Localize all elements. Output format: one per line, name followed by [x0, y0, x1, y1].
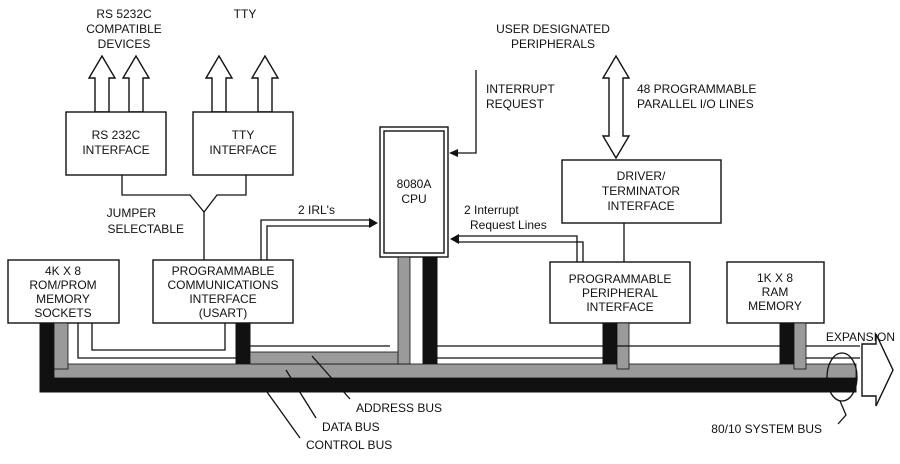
data-bus-leader	[285, 369, 317, 419]
label-line: PROGRAMMABLE	[569, 272, 672, 286]
label-ppi: PROGRAMMABLE PERIPHERAL INTERFACE	[569, 272, 672, 314]
ppi-box	[549, 261, 691, 324]
system-bus-leader	[837, 400, 847, 425]
label-line: DRIVER/	[617, 169, 666, 183]
usart-box	[152, 259, 294, 324]
label-rs232-devices: RS 5232C COMPATIBLE DEVICES	[86, 7, 162, 51]
label-line: ROM/PROM	[29, 278, 96, 292]
interrupt-request-arrowhead	[449, 149, 458, 157]
ram-box	[726, 261, 825, 324]
interrupt-request-line	[452, 70, 477, 154]
label-line: JUMPER	[107, 206, 157, 220]
label-line: RS 232C	[92, 128, 141, 142]
label-expansion: EXPANSION	[826, 330, 895, 344]
label-data-bus: DATA BUS	[322, 420, 380, 434]
label-line: RAM	[762, 285, 789, 299]
label-line: Request Lines	[470, 218, 547, 232]
label-line: INTERFACE	[586, 300, 653, 314]
label-usart: PROGRAMMABLE COMMUNICATIONS INTERFACE (U…	[167, 264, 278, 320]
label-rom: 4K X 8 ROM/PROM MEMORY SOCKETS	[29, 264, 96, 320]
rom-prom-box	[7, 259, 120, 324]
label-line: COMPATIBLE	[86, 22, 162, 36]
label-line: 1K X 8	[757, 271, 793, 285]
label-line: DEVICES	[98, 37, 151, 51]
label-line: SELECTABLE	[108, 222, 184, 236]
label-line: TERMINATOR	[602, 184, 681, 198]
label-line: PERIPHERAL	[582, 286, 658, 300]
label-jumper: JUMPER SELECTABLE	[107, 206, 184, 236]
label-tty-interface: TTY INTERFACE	[209, 128, 276, 157]
label-line: 8080A	[397, 177, 432, 191]
label-line: REQUEST	[486, 97, 545, 111]
tty-interface-box	[192, 111, 294, 176]
label-line: PERIPHERALS	[511, 37, 595, 51]
driver-terminator-box	[561, 159, 722, 224]
system-bus-ellipse	[826, 352, 858, 402]
control-bus-leader	[261, 384, 301, 439]
label-ram: 1K X 8 RAM MEMORY	[748, 271, 802, 313]
label-line: INTERFACE	[209, 143, 276, 157]
label-line: PARALLEL I/O LINES	[637, 97, 754, 111]
jumper-connection	[121, 175, 247, 260]
label-line: PROGRAMMABLE	[172, 264, 275, 278]
label-line: MEMORY	[36, 292, 90, 306]
label-line: TTY	[232, 128, 255, 142]
label-driver-interface: DRIVER/ TERMINATOR INTERFACE	[602, 169, 681, 213]
label-interrupt-lines: 2 Interrupt Request Lines	[464, 203, 547, 232]
label-address-bus: ADDRESS BUS	[356, 401, 442, 415]
label-system-bus: 80/10 SYSTEM BUS	[711, 422, 822, 436]
label-line: CPU	[401, 192, 426, 206]
cpu-box	[379, 126, 449, 258]
data-bus	[53, 256, 857, 379]
label-irls: 2 IRL's	[298, 203, 335, 217]
label-tty: TTY	[234, 7, 257, 21]
label-rs232-interface: RS 232C INTERFACE	[82, 128, 149, 157]
address-bus	[77, 323, 860, 359]
tty-output-arrows	[204, 54, 280, 113]
parallel-io-arrow	[601, 54, 631, 160]
expansion-arrow	[861, 333, 894, 407]
label-control-bus: CONTROL BUS	[306, 438, 392, 452]
label-line: 4K X 8	[45, 264, 81, 278]
label-line: (USART)	[199, 306, 247, 320]
label-interrupt-request: INTERRUPT REQUEST	[486, 82, 555, 111]
label-line: INTERFACE	[189, 292, 256, 306]
label-cpu: 8080A CPU	[397, 177, 432, 206]
irl-lines	[260, 218, 378, 260]
label-line: SOCKETS	[34, 306, 91, 320]
label-user-peripherals: USER DESIGNATED PERIPHERALS	[496, 22, 610, 51]
address-bus-leader	[311, 355, 351, 400]
label-line: INTERFACE	[82, 143, 149, 157]
label-line: 48 PROGRAMMABLE	[637, 82, 756, 96]
label-line: INTERRUPT	[486, 82, 555, 96]
label-line: COMMUNICATIONS	[167, 278, 278, 292]
rs232-interface-box	[65, 111, 167, 176]
label-line: RS 5232C	[96, 7, 152, 21]
label-line: MEMORY	[748, 299, 802, 313]
interrupt-request-lines	[450, 234, 584, 262]
rs232-output-arrows	[87, 54, 151, 113]
label-parallel-io: 48 PROGRAMMABLE PARALLEL I/O LINES	[637, 82, 756, 111]
label-line: 2 Interrupt	[464, 203, 519, 217]
label-line: INTERFACE	[607, 199, 674, 213]
label-line: USER DESIGNATED	[496, 22, 610, 36]
